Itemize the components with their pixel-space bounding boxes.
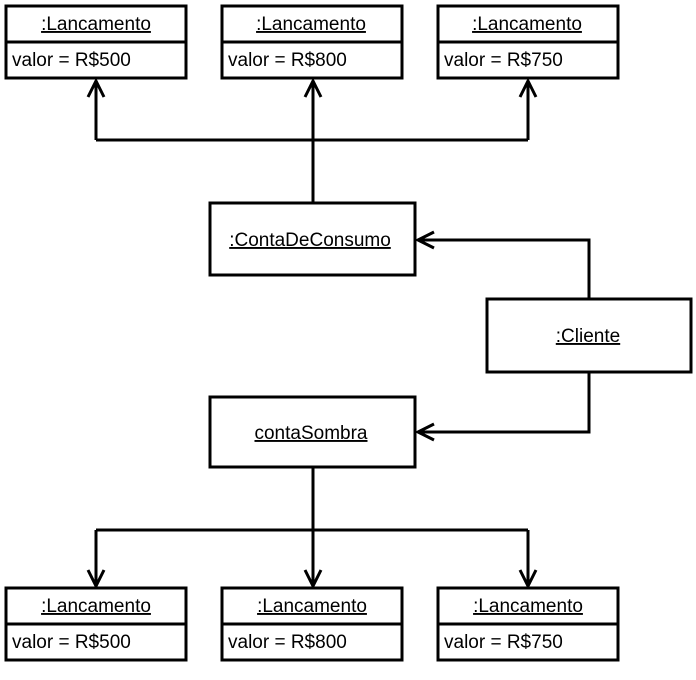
- lancamento-bottom-3: :Lancamento valor = R$750: [436, 586, 620, 662]
- lancamento-name: :Lancamento: [473, 596, 583, 617]
- lancamento-valor: valor = R$500: [12, 632, 131, 653]
- lancamento-name: :Lancamento: [41, 596, 151, 617]
- arrowheads: [86, 77, 538, 590]
- lancamento-top-3: :Lancamento valor = R$750: [436, 4, 620, 80]
- lancamento-name: :Lancamento: [41, 14, 151, 35]
- conta-de-consumo-name: :ContaDeConsumo: [229, 230, 391, 251]
- lancamento-valor: valor = R$800: [228, 632, 347, 653]
- arrowhead-up-icon: [86, 77, 106, 98]
- conta-de-consumo-object: :ContaDeConsumo: [208, 201, 417, 277]
- lancamento-valor: valor = R$750: [444, 632, 563, 653]
- cliente-object: :Cliente: [485, 297, 693, 374]
- connectors: [94, 81, 591, 586]
- lancamento-valor: valor = R$750: [444, 50, 563, 71]
- arrowhead-up-icon: [518, 77, 538, 98]
- lancamento-valor: valor = R$500: [12, 50, 131, 71]
- arrowhead-left-icon: [414, 230, 435, 250]
- arrowhead-down-icon: [303, 569, 323, 590]
- cliente-name: :Cliente: [556, 326, 620, 347]
- lancamento-valor: valor = R$800: [228, 50, 347, 71]
- conta-sombra-name: contaSombra: [254, 423, 367, 444]
- link-cliente-to-sombra: [418, 372, 591, 434]
- lancamento-top-1: :Lancamento valor = R$500: [4, 4, 188, 80]
- lancamento-bottom-2: :Lancamento valor = R$800: [220, 586, 404, 662]
- link-cliente-to-consumo: [418, 238, 591, 299]
- arrowhead-down-icon: [518, 569, 538, 590]
- lancamento-name: :Lancamento: [256, 14, 366, 35]
- conta-sombra-object: contaSombra: [208, 395, 417, 469]
- arrowhead-up-icon: [303, 77, 323, 98]
- lancamento-name: :Lancamento: [472, 14, 582, 35]
- lancamento-top-2: :Lancamento valor = R$800: [220, 4, 404, 80]
- lancamento-bottom-1: :Lancamento valor = R$500: [4, 586, 188, 662]
- arrowhead-left-icon: [414, 422, 435, 442]
- arrowhead-down-icon: [86, 569, 106, 590]
- lancamento-name: :Lancamento: [257, 596, 367, 617]
